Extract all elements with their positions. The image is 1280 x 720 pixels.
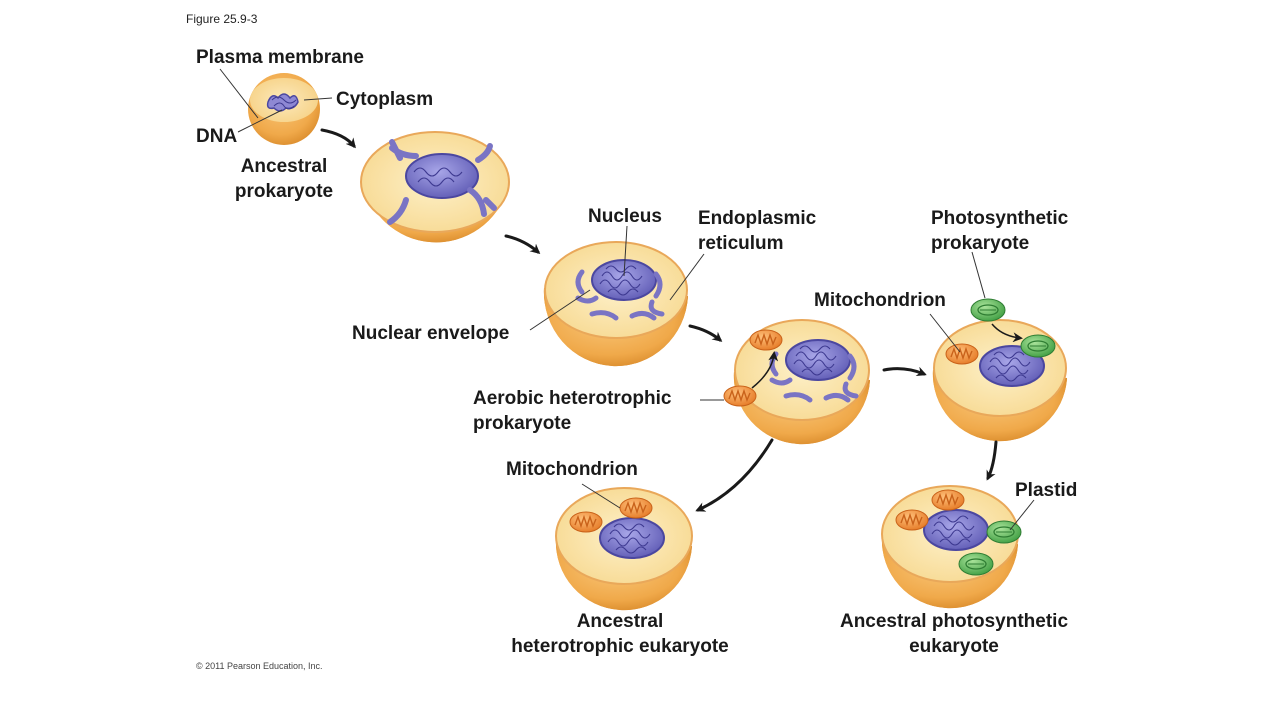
label-ancestral-prokaryote-line1: Ancestral xyxy=(240,156,328,177)
label-photo-euk-line2: eukaryote xyxy=(909,636,999,657)
label-hetero-euk-line1: Ancestral xyxy=(576,611,664,632)
infolding-membrane-cell xyxy=(360,131,510,243)
heterotrophic-eukaryote-cell xyxy=(555,487,693,611)
label-aerobic-heterotrophic-prokaryote: Aerobic heterotrophic prokaryote xyxy=(473,386,671,436)
label-photosynthetic-line1: Photosynthetic xyxy=(931,208,1069,229)
label-nuclear-envelope: Nuclear envelope xyxy=(352,323,510,344)
photosynthetic-eukaryote-cell xyxy=(881,485,1022,609)
label-ancestral-photosynthetic-eukaryote: Ancestral photosynthetic eukaryote xyxy=(814,609,1094,659)
label-ancestral-prokaryote: Ancestral prokaryote xyxy=(214,154,354,204)
label-plasma-membrane: Plasma membrane xyxy=(196,47,364,68)
label-dna: DNA xyxy=(196,126,238,147)
label-ancestral-heterotrophic-eukaryote: Ancestral heterotrophic eukaryote xyxy=(480,609,760,659)
label-mitochondrion-left: Mitochondrion xyxy=(506,459,638,480)
label-nucleus: Nucleus xyxy=(588,206,662,227)
copyright-notice: © 2011 Pearson Education, Inc. xyxy=(196,661,323,671)
label-photosynthetic-prokaryote: Photosynthetic prokaryote xyxy=(931,206,1068,256)
figure-number: Figure 25.9-3 xyxy=(186,12,258,26)
label-er-line2: reticulum xyxy=(698,233,784,254)
label-plastid: Plastid xyxy=(1015,480,1078,501)
label-aerobic-line2: prokaryote xyxy=(473,413,572,434)
leader-lines xyxy=(219,68,1035,531)
label-photo-euk-line1: Ancestral photosynthetic xyxy=(839,611,1069,632)
label-mitochondrion-right: Mitochondrion xyxy=(814,290,946,311)
engulf-arrow xyxy=(751,351,779,389)
label-cytoplasm: Cytoplasm xyxy=(336,89,434,110)
label-ancestral-prokaryote-line2: prokaryote xyxy=(234,181,334,202)
engulfing-cell xyxy=(733,319,870,445)
label-aerobic-line1: Aerobic heterotrophic xyxy=(473,388,672,409)
label-hetero-euk-line2: heterotrophic eukaryote xyxy=(511,636,729,657)
process-arrows xyxy=(320,128,998,512)
label-er-line1: Endoplasmic xyxy=(698,208,817,229)
label-endoplasmic-reticulum: Endoplasmic reticulum xyxy=(698,206,816,256)
label-photosynthetic-line2: prokaryote xyxy=(931,233,1030,254)
nucleated-cell xyxy=(543,241,688,367)
ancestral-prokaryote-cell xyxy=(248,73,320,145)
engulfing-photosynthetic-cell xyxy=(932,319,1067,442)
aerobic-prokaryote-mitochondrion xyxy=(723,385,757,407)
engulf-plastid-arrow xyxy=(991,323,1023,343)
photosynthetic-prokaryote-plastid xyxy=(970,298,1006,322)
